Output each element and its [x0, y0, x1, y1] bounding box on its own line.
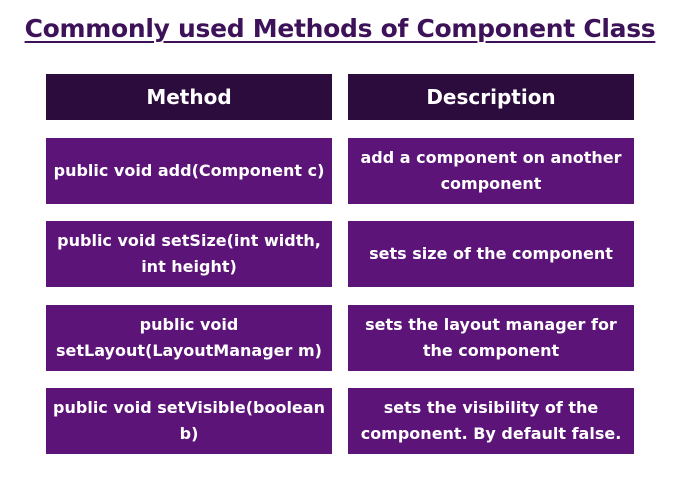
- description-cell-add: add a component on another component: [348, 138, 634, 204]
- method-cell-setsize: public void setSize(int width, int heigh…: [46, 221, 332, 287]
- method-cell-setvisible: public void setVisible(boolean b): [46, 388, 332, 454]
- page-title: Commonly used Methods of Component Class: [24, 14, 656, 43]
- description-cell-setsize: sets size of the component: [348, 221, 634, 287]
- header-method: Method: [46, 74, 332, 120]
- description-cell-setvisible: sets the visibility of the component. By…: [348, 388, 634, 454]
- header-description: Description: [348, 74, 634, 120]
- method-cell-setlayout: public void setLayout(LayoutManager m): [46, 305, 332, 371]
- description-cell-setlayout: sets the layout manager for the componen…: [348, 305, 634, 371]
- method-cell-add: public void add(Component c): [46, 138, 332, 204]
